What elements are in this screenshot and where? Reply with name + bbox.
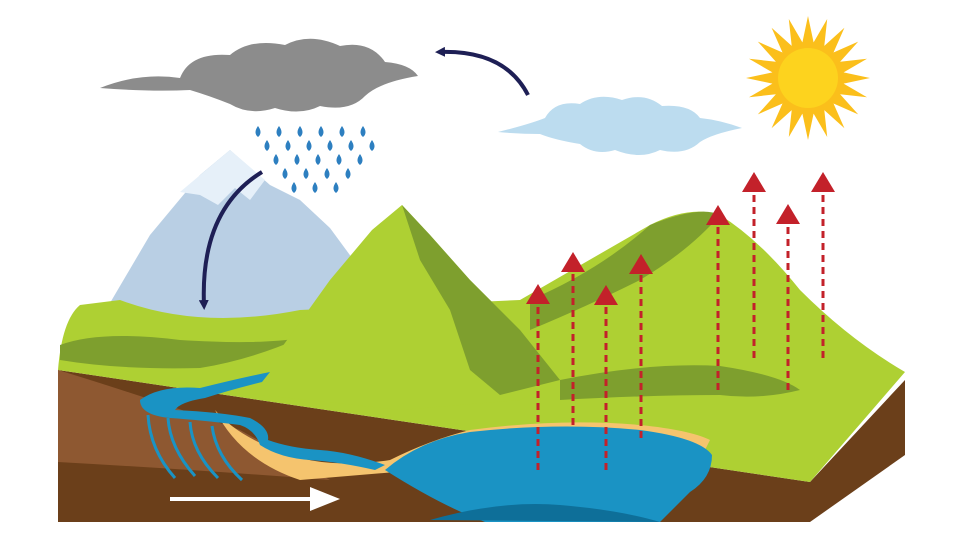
raindrop-icon [357, 154, 363, 165]
raindrop-icon [273, 154, 279, 165]
lake [385, 426, 712, 522]
raindrop-icon [264, 140, 270, 151]
light-cloud-icon [498, 96, 742, 155]
raindrop-icon [291, 182, 297, 193]
evaporation-arrow [629, 254, 653, 438]
evaporation-arrow [526, 284, 550, 470]
raindrop-icon [348, 140, 354, 151]
sun-icon [746, 16, 870, 140]
raindrop-icon [333, 182, 339, 193]
raindrop-icon [303, 168, 309, 179]
raindrop-icon [318, 126, 324, 137]
raindrop-icon [294, 154, 300, 165]
raindrop-icon [276, 126, 282, 137]
evaporation-arrow [706, 205, 730, 390]
groundwater-seepage [146, 414, 244, 482]
raindrop-icon [345, 168, 351, 179]
raindrop-icon [336, 154, 342, 165]
raindrop-icon [360, 126, 366, 137]
raindrop-icon [369, 140, 375, 151]
raindrop-icon [282, 168, 288, 179]
raindrops [255, 126, 375, 193]
raindrop-icon [315, 154, 321, 165]
evaporation-arrow [561, 252, 585, 425]
green-mountain [262, 205, 560, 410]
storm-cloud-icon [100, 38, 418, 112]
raindrop-icon [312, 182, 318, 193]
river [140, 372, 385, 470]
condensation-arrow [435, 46, 530, 96]
mountain-icon [100, 150, 370, 345]
raindrop-icon [297, 126, 303, 137]
precipitation-arrow [198, 170, 264, 310]
groundwater-flow-arrow [170, 487, 340, 511]
raindrop-icon [306, 140, 312, 151]
raindrop-icon [255, 126, 261, 137]
evaporation-arrow [742, 172, 766, 358]
raindrop-icon [285, 140, 291, 151]
raindrop-icon [339, 126, 345, 137]
evaporation-arrow [594, 285, 618, 470]
evaporation-arrow [776, 204, 800, 390]
evaporation-arrow [811, 172, 835, 358]
raindrop-icon [327, 140, 333, 151]
raindrop-icon [324, 168, 330, 179]
evaporation-arrows [526, 172, 835, 470]
